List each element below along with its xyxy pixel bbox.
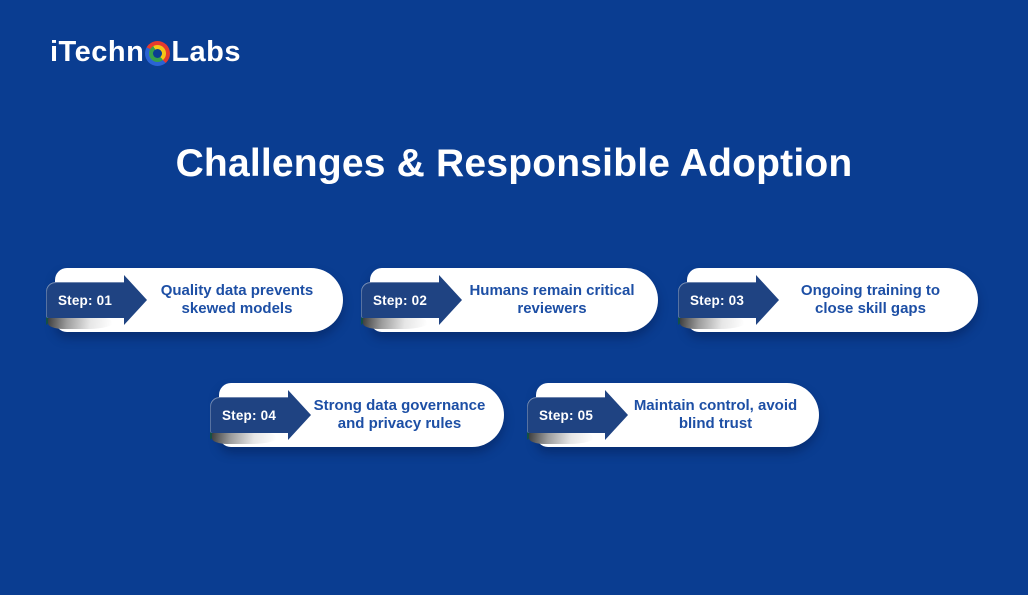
step-badge: Step: 04 xyxy=(210,397,288,433)
page-title: Challenges & Responsible Adoption xyxy=(175,142,853,185)
step-ribbon: Step: 05 xyxy=(527,389,629,445)
step-text-line1: Strong data governance xyxy=(313,397,486,414)
ribbon-page-curl xyxy=(48,318,112,329)
step-text: Quality data prevents skewed models xyxy=(139,282,335,318)
step-text-line2: reviewers xyxy=(517,300,587,317)
step-label: Step: 04 xyxy=(221,407,277,423)
step-text-line2: close skill gaps xyxy=(815,300,926,317)
step-text: Maintain control, avoid blind trust xyxy=(620,397,811,433)
ribbon-page-curl xyxy=(212,433,276,444)
step-label: Step: 02 xyxy=(372,292,428,308)
step-card-2: Step: 02 Humans remain critical reviewer… xyxy=(361,268,658,332)
step-card-1: Step: 01 Quality data prevents skewed mo… xyxy=(46,268,343,332)
step-text: Strong data governance and privacy rules xyxy=(303,397,496,433)
step-text: Ongoing training to close skill gaps xyxy=(771,282,970,318)
step-ribbon: Step: 01 xyxy=(46,274,148,330)
step-text-line2: blind trust xyxy=(678,415,753,432)
step-badge: Step: 01 xyxy=(46,282,124,318)
ribbon-page-curl xyxy=(529,433,593,444)
arrow-right-icon xyxy=(756,275,779,325)
step-text-line2: skewed models xyxy=(181,300,293,317)
step-ribbon: Step: 04 xyxy=(210,389,312,445)
step-text: Humans remain critical reviewers xyxy=(454,282,650,318)
arrow-right-icon xyxy=(605,390,628,440)
step-ribbon: Step: 03 xyxy=(678,274,780,330)
arrow-right-icon xyxy=(439,275,462,325)
step-label: Step: 01 xyxy=(57,292,113,308)
arrow-right-icon xyxy=(288,390,311,440)
arrow-right-icon xyxy=(124,275,147,325)
step-text-line1: Ongoing training to xyxy=(800,282,941,299)
step-badge: Step: 05 xyxy=(527,397,605,433)
step-card-4: Step: 04 Strong data governance and priv… xyxy=(210,383,504,447)
step-label: Step: 05 xyxy=(538,407,594,423)
ribbon-page-curl xyxy=(363,318,427,329)
step-text-line1: Humans remain critical xyxy=(469,282,635,299)
step-text-line1: Quality data prevents xyxy=(160,282,314,299)
step-ribbon: Step: 02 xyxy=(361,274,463,330)
step-card-3: Step: 03 Ongoing training to close skill… xyxy=(678,268,978,332)
ribbon-page-curl xyxy=(680,318,744,329)
itechnolabs-logo: iTechn Labs xyxy=(50,36,241,69)
step-text-line2: and privacy rules xyxy=(337,415,462,432)
logo-text-suffix: Labs xyxy=(171,36,241,68)
logo-text-prefix: iTechn xyxy=(50,36,145,68)
step-badge: Step: 03 xyxy=(678,282,756,318)
techno-ring-icon xyxy=(145,41,171,66)
step-card-5: Step: 05 Maintain control, avoid blind t… xyxy=(527,383,819,447)
step-text-line1: Maintain control, avoid xyxy=(633,397,798,414)
step-label: Step: 03 xyxy=(689,292,745,308)
step-badge: Step: 02 xyxy=(361,282,439,318)
